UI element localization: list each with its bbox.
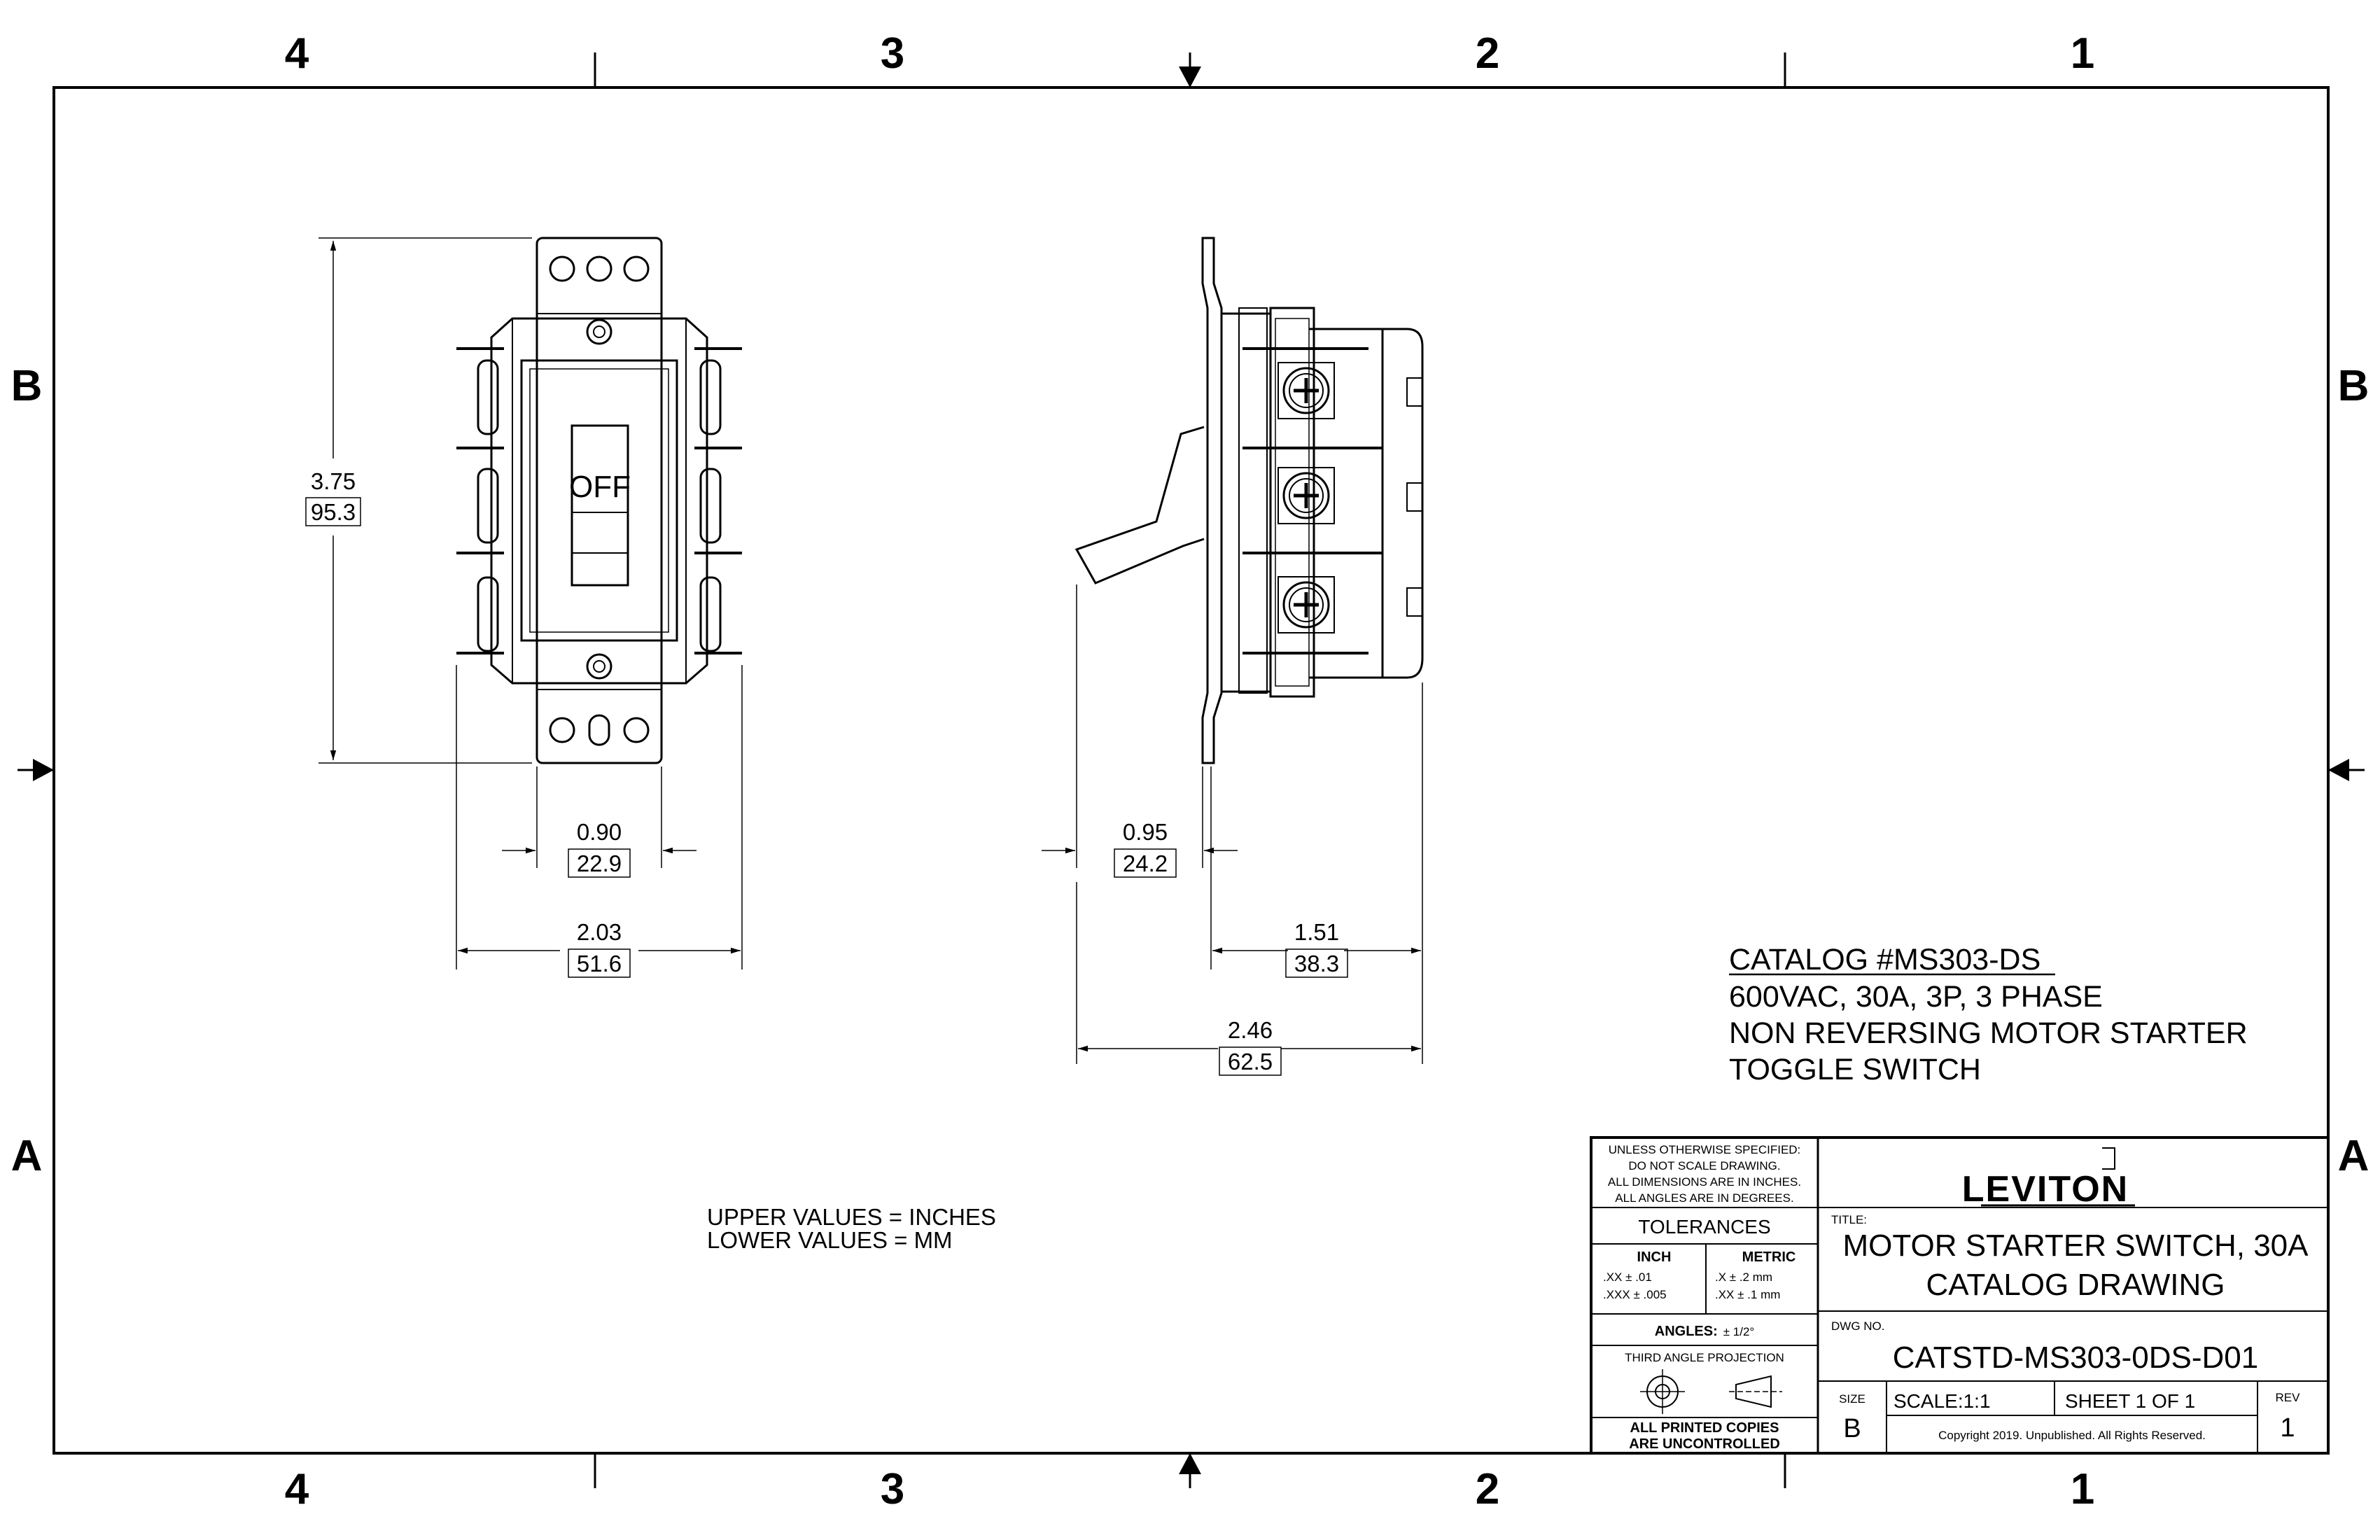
third-angle-projection-symbol — [1640, 1369, 1782, 1414]
toggle-depth-mm: 24.2 — [1123, 850, 1168, 876]
front-view: OFF — [456, 237, 742, 764]
dimension-overall-depth: 2.46 62.5 — [1076, 882, 1421, 1076]
catalog-description: NON REVERSING MOTOR STARTER — [1729, 1016, 2248, 1050]
zone-label-top: 3 — [881, 29, 904, 78]
height-inches: 3.75 — [311, 468, 356, 494]
copyright-note: Copyright 2019. Unpublished. All Rights … — [1938, 1429, 2206, 1442]
catalog-rating: 600VAC, 30A, 3P, 3 PHASE — [1729, 980, 2103, 1014]
zone-labels-top: 4 3 2 1 — [285, 29, 2094, 78]
printed-copies-note: ALL PRINTED COPIES — [1630, 1420, 1779, 1436]
size-label: SIZE — [1839, 1392, 1865, 1406]
zone-label-left: B — [11, 362, 43, 410]
right-terminals — [694, 347, 742, 654]
dwg-no-label: DWG NO. — [1831, 1320, 1885, 1333]
printed-copies-note: ARE UNCONTROLLED — [1629, 1436, 1780, 1452]
spec-line: ALL DIMENSIONS ARE IN INCHES. — [1608, 1175, 1801, 1189]
leviton-wordmark: LEVITON — [1962, 1169, 2129, 1210]
drawing-title: MOTOR STARTER SWITCH, 30A — [1843, 1228, 2309, 1263]
sheet-border — [18, 52, 2365, 1488]
zone-label-right: A — [2338, 1132, 2370, 1180]
dimension-height: 3.75 95.3 — [305, 237, 532, 764]
projection-label: THIRD ANGLE PROJECTION — [1625, 1351, 1784, 1364]
inch-tolerance-row: .XX ± .01 — [1603, 1270, 1652, 1284]
left-terminals — [456, 347, 504, 654]
zone-label-top: 1 — [2071, 29, 2094, 78]
metric-tolerance-row: .XX ± .1 mm — [1715, 1288, 1780, 1301]
zone-label-top: 2 — [1476, 29, 1499, 78]
zone-label-bottom: 4 — [285, 1465, 309, 1513]
overall-depth-inches: 2.46 — [1228, 1017, 1273, 1043]
plate-width-inches: 0.90 — [577, 819, 622, 845]
overall-width-mm: 51.6 — [577, 951, 622, 976]
title-block: UNLESS OTHERWISE SPECIFIED: DO NOT SCALE… — [1590, 1136, 2330, 1455]
side-view — [1074, 237, 1424, 764]
zone-label-right: B — [2338, 362, 2370, 410]
dimension-toggle-depth: 0.95 24.2 — [1042, 584, 1238, 878]
dimension-plate-width: 0.90 22.9 — [502, 766, 696, 878]
zone-labels-left: B A — [11, 362, 43, 1180]
inch-tolerance-row: .XXX ± .005 — [1603, 1288, 1667, 1301]
zone-labels-bottom: 4 3 2 1 — [285, 1465, 2094, 1513]
dimension-body-depth: 1.51 38.3 — [1210, 682, 1423, 1064]
zone-label-bottom: 2 — [1476, 1465, 1499, 1513]
dimension-overall-width: 2.03 51.6 — [456, 665, 743, 978]
drawing-subtitle: CATALOG DRAWING — [1926, 1268, 2225, 1302]
inch-label: INCH — [1637, 1250, 1672, 1265]
catalog-note: CATALOG #MS303-DS 600VAC, 30A, 3P, 3 PHA… — [1729, 943, 2248, 1086]
plate-width-mm: 22.9 — [577, 850, 622, 876]
metric-label: METRIC — [1742, 1250, 1796, 1265]
size-value: B — [1843, 1414, 1861, 1443]
zone-label-left: A — [11, 1132, 43, 1180]
angles-tolerance: ANGLES: ± 1/2° — [1655, 1324, 1754, 1339]
angles-label: ANGLES: — [1655, 1324, 1718, 1339]
spec-line: DO NOT SCALE DRAWING. — [1628, 1159, 1780, 1172]
toggle-depth-inches: 0.95 — [1123, 819, 1168, 845]
overall-depth-mm: 62.5 — [1228, 1049, 1273, 1074]
spec-line: ALL ANGLES ARE IN DEGREES. — [1615, 1191, 1793, 1205]
zone-labels-right: B A — [2338, 362, 2370, 1180]
zone-label-bottom: 3 — [881, 1465, 904, 1513]
drawing-number: CATSTD-MS303-0DS-D01 — [1893, 1340, 2258, 1375]
units-note-upper: UPPER VALUES = INCHES — [707, 1204, 996, 1230]
rev-label: REV — [2276, 1391, 2301, 1404]
catalog-type: TOGGLE SWITCH — [1729, 1053, 1981, 1086]
body-depth-inches: 1.51 — [1294, 919, 1339, 945]
scale-value: SCALE:1:1 — [1893, 1390, 1991, 1412]
zone-label-top: 4 — [285, 29, 309, 78]
title-label: TITLE: — [1831, 1213, 1867, 1226]
angles-value: ± 1/2° — [1723, 1325, 1754, 1338]
rev-value: 1 — [2280, 1413, 2295, 1443]
units-note: UPPER VALUES = INCHES LOWER VALUES = MM — [707, 1204, 996, 1253]
spec-line: UNLESS OTHERWISE SPECIFIED: — [1609, 1143, 1801, 1156]
sheet-count: SHEET 1 OF 1 — [2065, 1390, 2195, 1412]
leviton-logo: LEVITON — [1962, 1147, 2135, 1210]
units-note-lower: LOWER VALUES = MM — [707, 1227, 953, 1253]
height-mm: 95.3 — [311, 499, 356, 525]
metric-tolerance-row: .X ± .2 mm — [1715, 1270, 1772, 1284]
catalog-number: CATALOG #MS303-DS — [1729, 943, 2040, 976]
tolerances-label: TOLERANCES — [1638, 1216, 1770, 1238]
body-depth-mm: 38.3 — [1294, 951, 1339, 976]
side-screws — [1278, 362, 1335, 634]
overall-width-inches: 2.03 — [577, 919, 622, 945]
toggle-off-label: OFF — [569, 470, 631, 504]
zone-label-bottom: 1 — [2071, 1465, 2094, 1513]
